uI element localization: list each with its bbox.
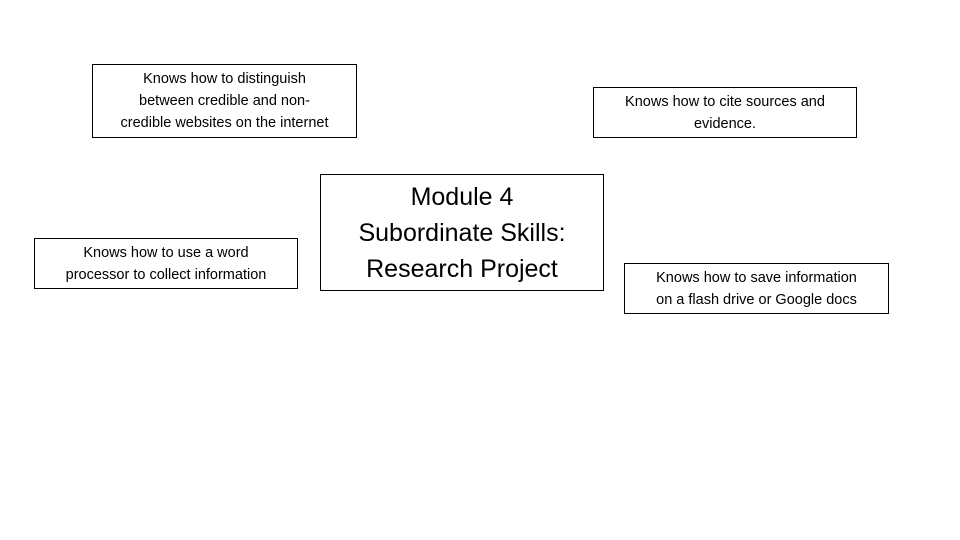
skill-box-save-information: Knows how to save information on a flash… (624, 263, 889, 314)
skill-box-cite-sources: Knows how to cite sources and evidence. (593, 87, 857, 138)
skill-box-word-processor: Knows how to use a word processor to col… (34, 238, 298, 289)
skill-text-save-information: Knows how to save information on a flash… (656, 269, 857, 308)
skill-box-distinguish-websites: Knows how to distinguish between credibl… (92, 64, 357, 138)
central-topic-text: Module 4 Subordinate Skills: Research Pr… (358, 182, 566, 283)
central-topic-box: Module 4 Subordinate Skills: Research Pr… (320, 174, 604, 291)
skill-text-distinguish-websites: Knows how to distinguish between credibl… (120, 71, 329, 131)
skill-text-cite-sources: Knows how to cite sources and evidence. (625, 93, 825, 132)
skill-text-word-processor: Knows how to use a word processor to col… (65, 244, 267, 283)
